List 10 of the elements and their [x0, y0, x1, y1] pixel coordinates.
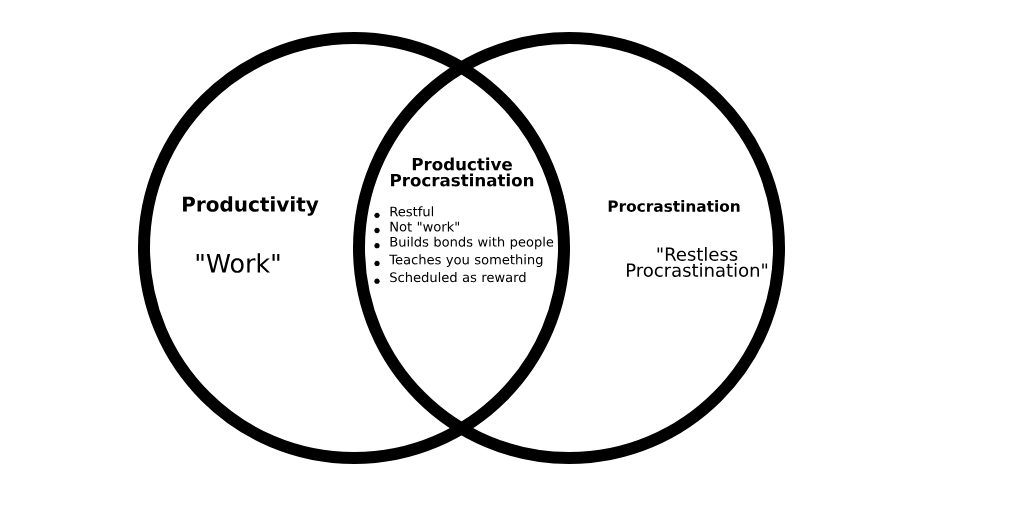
- circle-heading: Procrastination: [608, 200, 740, 212]
- bullet-list-item: Builds bonds with people: [374, 236, 554, 250]
- circle-text: "Restless Procrastination": [627, 247, 768, 277]
- circle-heading: Productivity: [183, 196, 319, 216]
- bullet-list-item: Restful: [374, 206, 434, 218]
- overlap-heading: Productive Procrastination: [391, 157, 534, 187]
- bullet-list-item: Not "work": [374, 221, 459, 234]
- bullet-list-item: Scheduled as reward: [374, 272, 526, 284]
- bullet-list-item: Teaches you something: [374, 254, 543, 267]
- circle-text: "Work": [196, 253, 280, 273]
